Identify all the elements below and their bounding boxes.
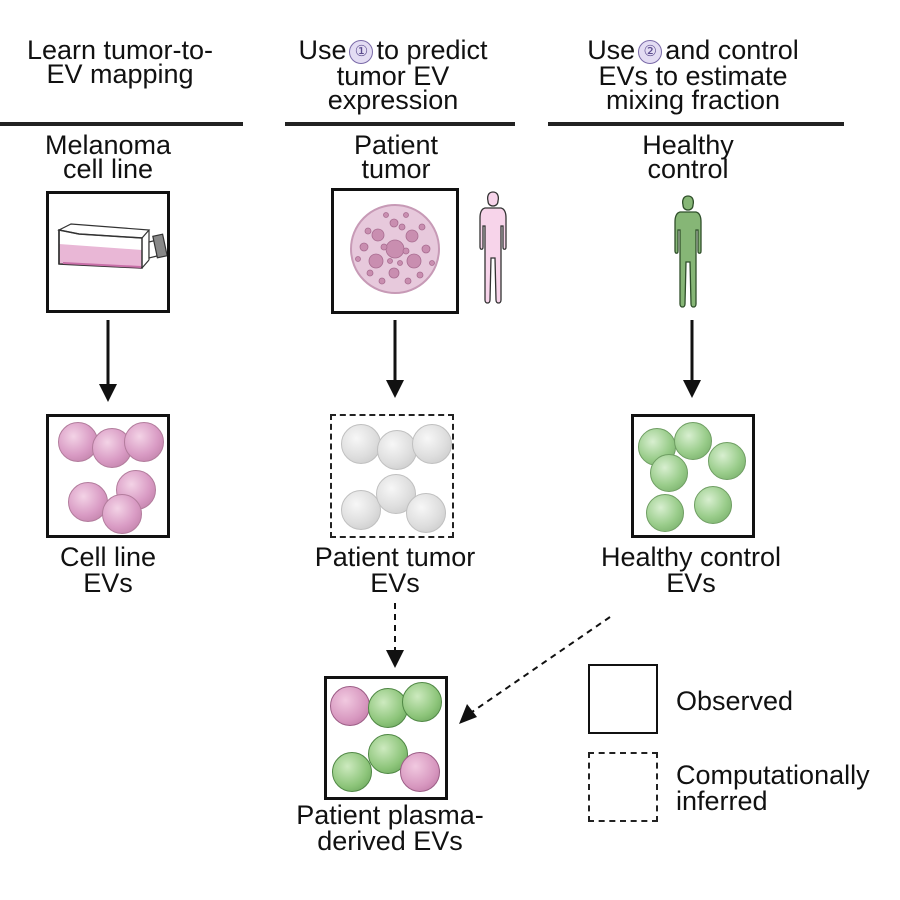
ev-vesicle xyxy=(341,424,381,464)
patient-figure-icon xyxy=(479,191,507,304)
column-2-header-line-3: expression xyxy=(327,85,459,115)
ev-vesicle xyxy=(708,442,746,480)
step-2-badge: ② xyxy=(638,40,663,64)
cell-culture-flask-icon xyxy=(57,223,167,269)
ev-vesicle xyxy=(674,422,712,460)
patient-tumor-evs-label: Patient tumor EVs xyxy=(314,542,476,598)
column-3-header-post: and control xyxy=(665,35,799,65)
cell-line-evs-label: Cell line EVs xyxy=(59,542,157,598)
ev-vesicle xyxy=(58,422,98,462)
ev-vesicle xyxy=(68,482,108,522)
column-3-header-line-3: mixing fraction xyxy=(605,85,781,115)
ev-vesicle xyxy=(646,494,684,532)
tumor-tissue-icon xyxy=(350,204,440,294)
ev-vesicle xyxy=(377,430,417,470)
column-1-rule xyxy=(0,122,243,126)
legend-observed-label: Observed xyxy=(676,686,794,716)
ev-vesicle xyxy=(400,752,440,792)
ev-vesicle xyxy=(330,686,370,726)
column-2-rule xyxy=(285,122,515,126)
patient-tumor-label: Patient tumor xyxy=(353,130,439,184)
column-1-header: Learn tumor-to- EV mapping xyxy=(0,35,240,89)
arrow-tumor-to-evs xyxy=(386,320,404,398)
column-1-header-line-2: EV mapping xyxy=(46,59,194,89)
column-2-header-post: to predict xyxy=(376,35,488,65)
ev-vesicle xyxy=(102,494,142,534)
ev-vesicle xyxy=(368,688,408,728)
dashed-arrow-tumor-evs-to-plasma xyxy=(386,603,404,668)
melanoma-cell-line-label: Melanoma cell line xyxy=(44,130,172,184)
column-2-header-line-2: tumor EV xyxy=(336,61,450,91)
legend-observed-swatch xyxy=(588,664,658,734)
column-3-header-line-2: EVs to estimate xyxy=(598,61,788,91)
patient-tumor-box xyxy=(331,188,459,314)
legend-inferred-label: Computationally inferred xyxy=(676,760,870,816)
ev-vesicle xyxy=(124,422,164,462)
ev-vesicle xyxy=(412,424,452,464)
column-3-rule xyxy=(548,122,844,126)
healthy-control-evs-label: Healthy control EVs xyxy=(600,542,782,598)
ev-vesicle xyxy=(341,490,381,530)
column-1-header-line-1: Learn tumor-to- xyxy=(26,35,214,65)
arrow-control-to-evs xyxy=(683,320,701,398)
cell-line-flask-box xyxy=(46,191,170,313)
step-1-badge: ① xyxy=(349,40,374,64)
ev-vesicle xyxy=(650,454,688,492)
column-2-header-pre: Use xyxy=(298,35,347,65)
column-3-header-pre: Use xyxy=(587,35,636,65)
arrow-cell-line-to-evs xyxy=(99,320,117,402)
healthy-figure-icon xyxy=(674,195,702,308)
patient-plasma-evs-label: Patient plasma- derived EVs xyxy=(296,800,484,856)
ev-vesicle xyxy=(694,486,732,524)
ev-vesicle xyxy=(402,682,442,722)
ev-vesicle xyxy=(406,493,446,533)
healthy-control-label: Healthy control xyxy=(642,130,734,184)
legend-inferred-swatch xyxy=(588,752,658,822)
ev-vesicle xyxy=(332,752,372,792)
